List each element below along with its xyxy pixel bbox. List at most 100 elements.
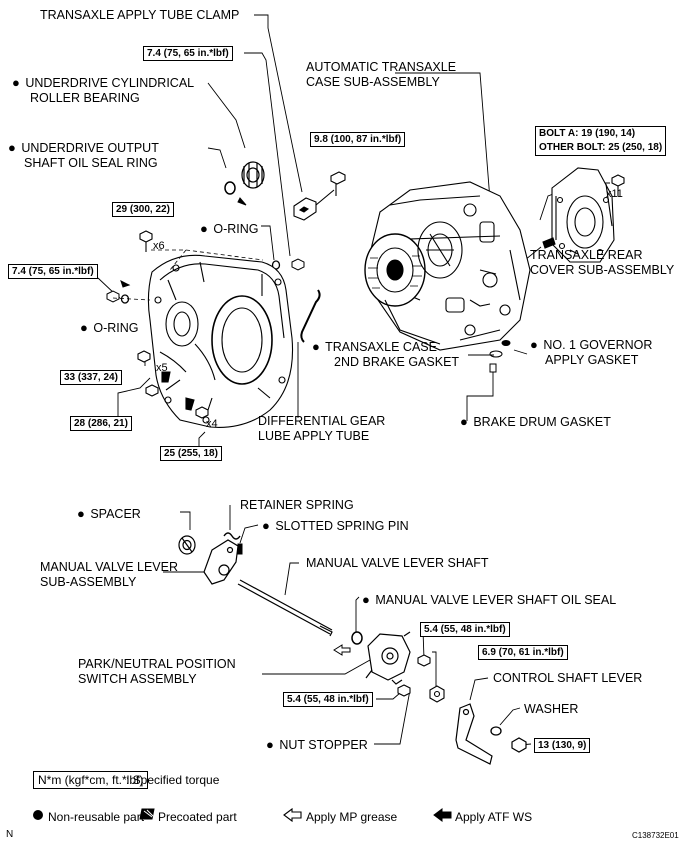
torque-box-9: 6.9 (70, 61 in.*lbf)	[478, 645, 568, 660]
torque-box-4: 7.4 (75, 65 in.*lbf)	[8, 264, 98, 279]
legend-precoated: Precoated part	[158, 810, 237, 824]
mp-grease-arrow	[333, 644, 351, 656]
torque-box-11: 13 (130, 9)	[534, 738, 591, 753]
label-underdrive-bearing-l1: UNDERDRIVE CYLINDRICAL	[25, 76, 195, 90]
control-shaft-lever-part	[455, 703, 493, 765]
park-neutral-switch-part	[365, 631, 411, 685]
label-brake-drum-gasket-text: BRAKE DRUM GASKET	[473, 415, 611, 429]
label-manual-valve-lever: MANUAL VALVE LEVER SUB-ASSEMBLY	[40, 560, 178, 590]
label-o-ring-top-text: O-RING	[213, 222, 259, 236]
torque-bolt-a: BOLT A: 19 (190, 14)	[539, 128, 636, 139]
label-2nd-brake-gasket: TRANSAXLE CASE	[312, 339, 437, 355]
label-tube-clamp: TRANSAXLE APPLY TUBE CLAMP	[40, 8, 240, 22]
label-rear-cover-l2: COVER SUB-ASSEMBLY	[530, 263, 675, 277]
corner-label-n: N	[6, 829, 14, 840]
label-diff-tube-l2: LUBE APPLY TUBE	[258, 429, 370, 443]
legend-atf: Apply ATF WS	[455, 810, 533, 824]
count-x5: x5	[156, 362, 168, 374]
label-diff-tube-l1: DIFFERENTIAL GEAR	[258, 414, 386, 428]
rear-cover-bolt	[611, 174, 625, 196]
roller-bearing-part	[241, 161, 265, 189]
torque-box-rear-cover: BOLT A: 19 (190, 14) OTHER BOLT: 25 (250…	[535, 126, 667, 156]
label-spacer: SPACER	[77, 506, 141, 522]
label-control-shaft-lever: CONTROL SHAFT LEVER	[493, 671, 643, 685]
label-retainer-spring: RETAINER SPRING	[240, 498, 354, 512]
label-spacer-text: SPACER	[90, 507, 141, 521]
label-underdrive-bearing: UNDERDRIVE CYLINDRICAL	[12, 75, 194, 91]
count-x4: x4	[206, 418, 218, 430]
label-brake-drum-gasket: BRAKE DRUM GASKET	[460, 414, 611, 430]
label-diff-tube: DIFFERENTIAL GEAR LUBE APPLY TUBE	[258, 414, 385, 444]
torque-box-2: 9.8 (100, 87 in.*lbf)	[310, 132, 406, 147]
legend-precoat-icon	[139, 808, 155, 820]
label-washer: WASHER	[524, 702, 579, 716]
torque-box-7: 25 (255, 18)	[160, 446, 222, 461]
label-underdrive-seal: UNDERDRIVE OUTPUT	[8, 140, 159, 156]
slotted-pin-part	[237, 543, 243, 555]
legend-unit-desc: : Specified torque	[126, 773, 220, 787]
retainer-spring-part	[223, 532, 241, 540]
label-o-ring-left: O-RING	[80, 320, 138, 336]
manual-valve-seal-part	[351, 631, 363, 645]
bolts-lower-left	[137, 350, 209, 419]
label-auto-case-l2: CASE SUB-ASSEMBLY	[306, 75, 440, 89]
legend-dot-icon	[33, 810, 43, 820]
label-governor-gasket-l1: NO. 1 GOVERNOR	[543, 338, 653, 352]
legend-unit-box: N*m (kgf*cm, ft.*lbf)	[33, 771, 149, 789]
label-governor-gasket-l2: APPLY GASKET	[545, 353, 639, 367]
label-manual-valve-shaft: MANUAL VALVE LEVER SHAFT	[306, 556, 489, 570]
torque-box-10: 5.4 (55, 48 in.*lbf)	[283, 692, 373, 707]
torque-box-8: 5.4 (55, 48 in.*lbf)	[420, 622, 510, 637]
label-park-neutral-switch: PARK/NEUTRAL POSITION SWITCH ASSEMBLY	[78, 657, 236, 687]
label-underdrive-seal-l1: UNDERDRIVE OUTPUT	[21, 141, 159, 155]
label-governor-gasket: NO. 1 GOVERNOR	[530, 337, 652, 353]
count-x6: x6	[153, 240, 165, 252]
legend-atf-arrow-icon	[433, 808, 452, 822]
torque-box-1: 7.4 (75, 65 in.*lbf)	[143, 46, 233, 61]
label-rear-cover-l1: TRANSAXLE REAR	[530, 248, 643, 262]
legend-non-reusable: Non-reusable part	[48, 810, 145, 824]
label-slotted-pin-text: SLOTTED SPRING PIN	[275, 519, 409, 533]
label-o-ring-left-text: O-RING	[93, 321, 139, 335]
torque-other-bolt: OTHER BOLT: 25 (250, 18)	[539, 142, 663, 153]
count-x11: x11	[606, 188, 623, 200]
label-pn-switch-l1: PARK/NEUTRAL POSITION	[78, 657, 236, 671]
bolt-29	[139, 230, 153, 252]
label-underdrive-bearing-l2: ROLLER BEARING	[30, 91, 140, 105]
gasket-2nd-brake	[489, 350, 503, 358]
transaxle-case-part	[364, 181, 531, 351]
figure-id: C138732E01	[632, 831, 679, 840]
label-2nd-brake-gasket-l2: 2ND BRAKE GASKET	[334, 355, 460, 369]
gasket-governor	[501, 340, 511, 346]
label-rear-cover: TRANSAXLE REAR COVER SUB-ASSEMBLY	[530, 248, 674, 278]
legend-mp-grease: Apply MP grease	[306, 810, 398, 824]
label-manual-lever-l1: MANUAL VALVE LEVER	[40, 560, 179, 574]
legend-mp-arrow-icon	[283, 807, 302, 823]
housing-dashed-lines	[112, 249, 264, 301]
label-slotted-pin: SLOTTED SPRING PIN	[262, 518, 409, 534]
washer-part	[490, 726, 502, 736]
label-underdrive-seal-l2: SHAFT OIL SEAL RING	[24, 156, 158, 170]
manual-valve-shaft-part	[237, 579, 333, 637]
torque-box-5: 33 (337, 24)	[60, 370, 122, 385]
label-o-ring-top: O-RING	[200, 221, 258, 237]
diff-lube-tube-part	[300, 289, 321, 343]
torque-box-3: 29 (300, 22)	[112, 202, 174, 217]
switch-bolts	[397, 654, 445, 703]
label-manual-valve-seal-text: MANUAL VALVE LEVER SHAFT OIL SEAL	[375, 593, 617, 607]
atf-arrow-1	[237, 197, 247, 206]
label-nut-stopper: NUT STOPPER	[266, 737, 367, 753]
label-auto-transaxle-case: AUTOMATIC TRANSAXLE CASE SUB-ASSEMBLY	[306, 60, 456, 90]
nut-part	[511, 737, 527, 753]
label-2nd-brake-gasket-l1: TRANSAXLE CASE	[325, 340, 437, 354]
transaxle-housing-part	[147, 254, 294, 428]
rear-cover-part	[542, 167, 615, 263]
oil-seal-ring-part	[224, 181, 236, 195]
atf-arrow-2	[120, 280, 131, 288]
label-pn-switch-l2: SWITCH ASSEMBLY	[78, 672, 197, 686]
torque-box-6: 28 (286, 21)	[70, 416, 132, 431]
spacer-part	[178, 535, 196, 555]
label-manual-lever-l2: SUB-ASSEMBLY	[40, 575, 137, 589]
